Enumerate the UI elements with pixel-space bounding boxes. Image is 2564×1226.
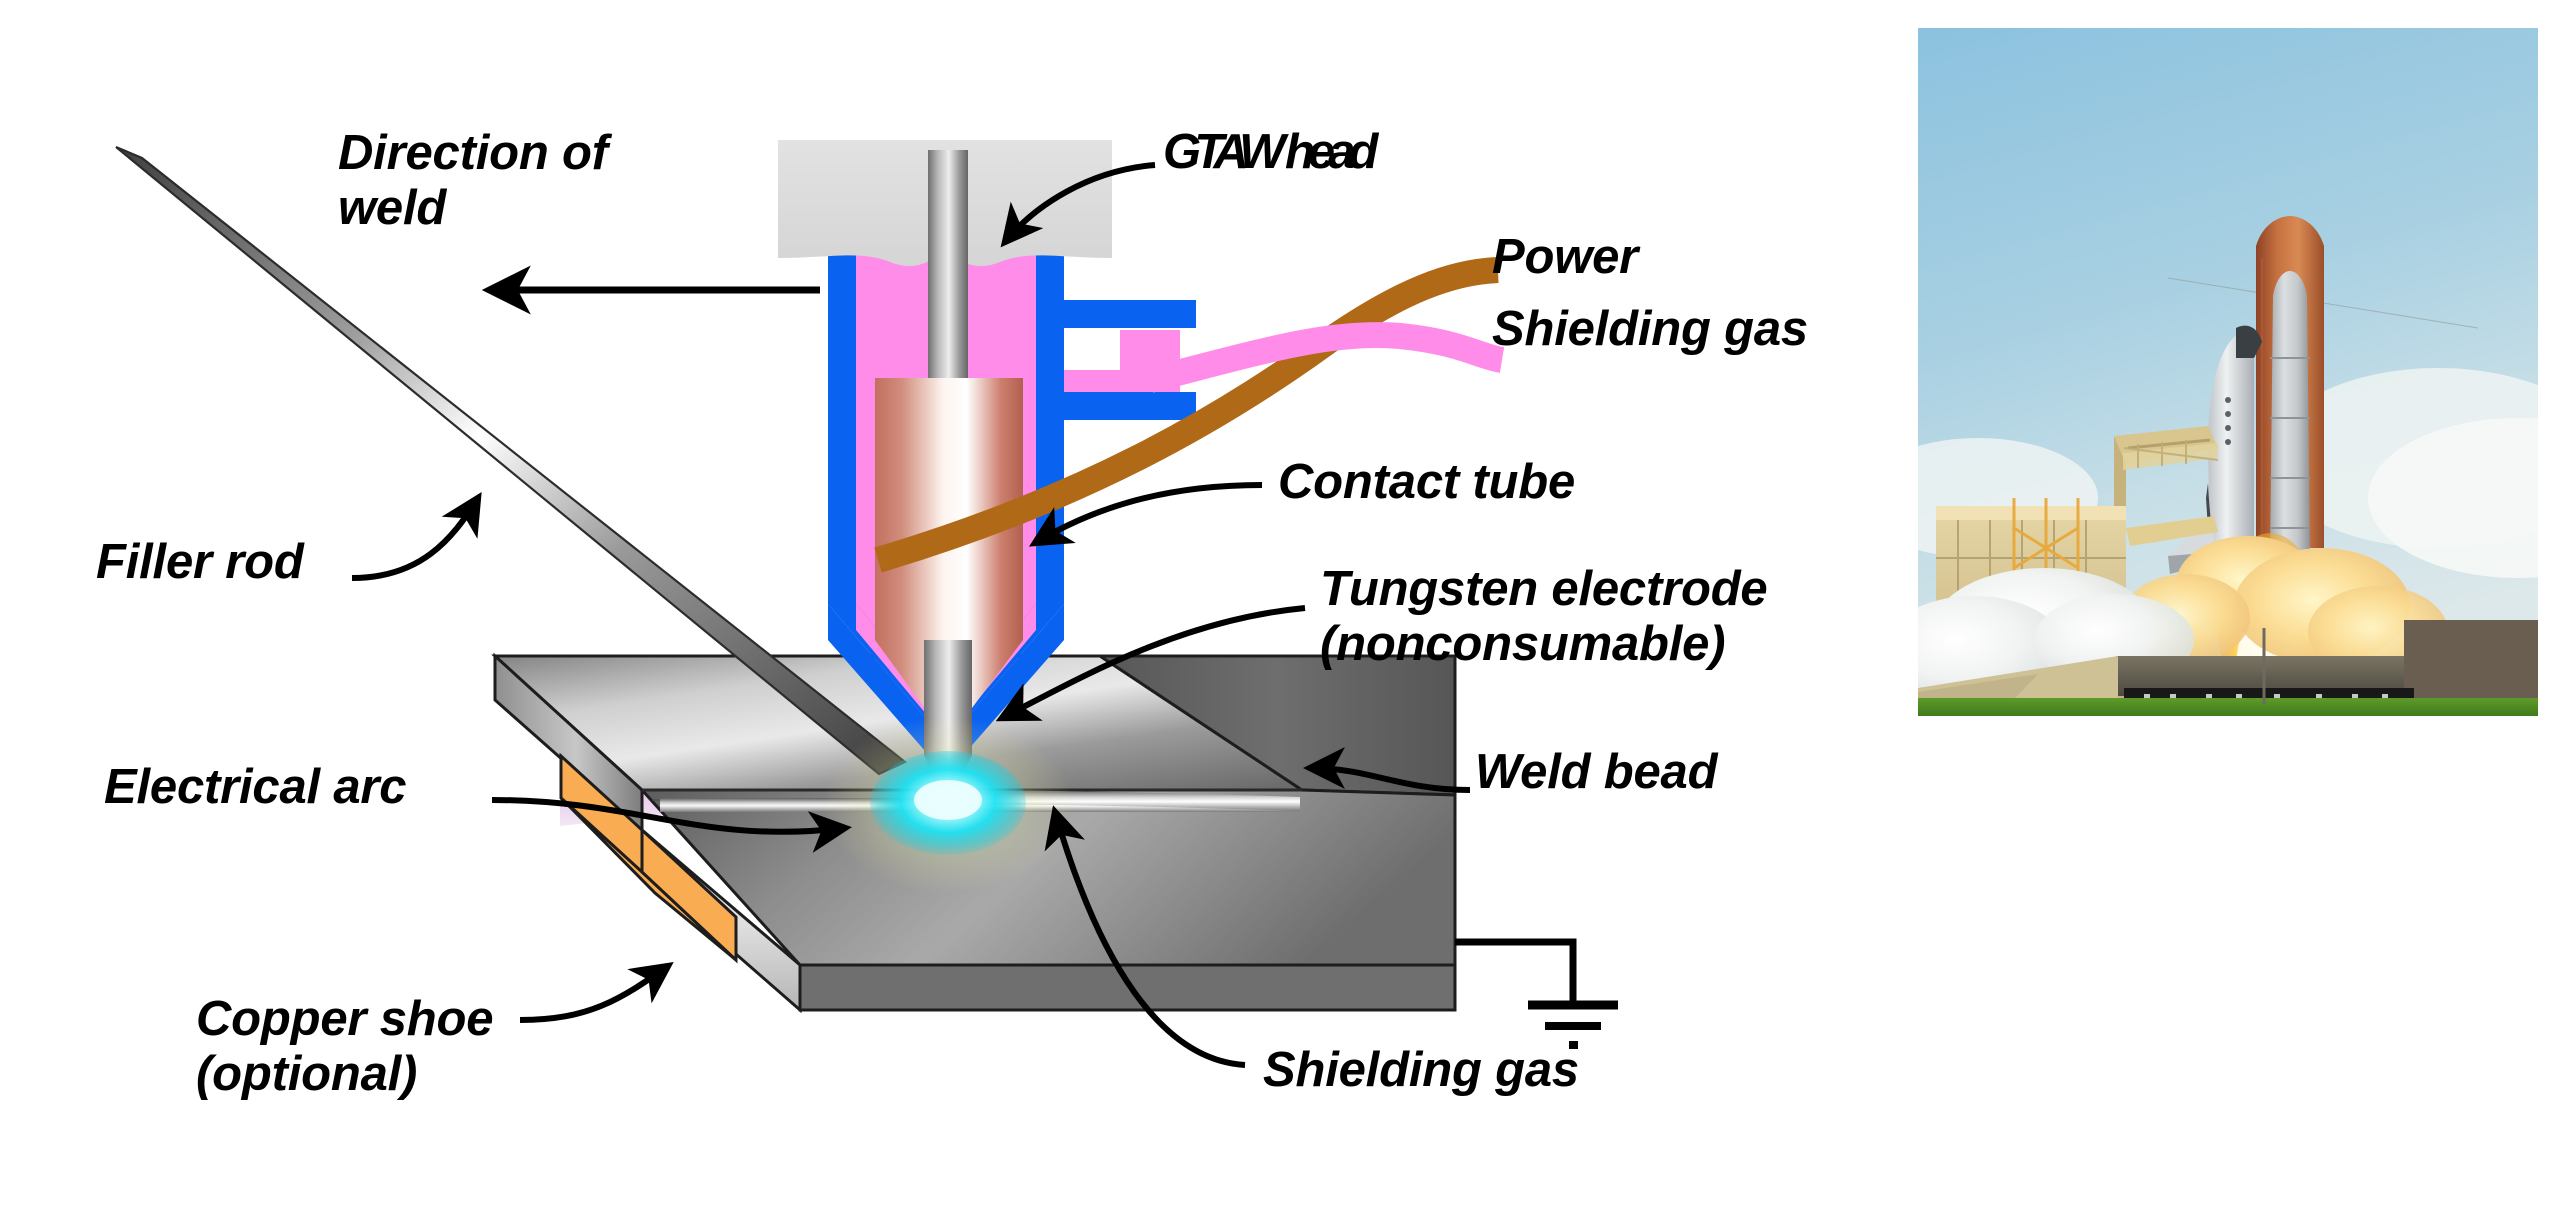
gtaw-torch bbox=[778, 140, 1196, 800]
ground-symbol bbox=[1455, 938, 1618, 1049]
leader-shielding-gas-plume bbox=[1044, 805, 1246, 1068]
label-shielding-gas-cable: Shielding gas bbox=[1492, 302, 1808, 356]
shuttle-photo-art bbox=[1918, 28, 2538, 716]
label-contact-tube: Contact tube bbox=[1278, 455, 1576, 509]
leader-tungsten-electrode bbox=[995, 605, 1306, 722]
crew-access-arm bbox=[2126, 516, 2218, 546]
leader-gtaw-head bbox=[1000, 162, 1156, 248]
copper-shoe bbox=[559, 752, 738, 964]
label-filler-rod: Filler rod bbox=[96, 535, 304, 589]
label-direction-of-weld: Direction of weld bbox=[338, 126, 608, 235]
space-shuttle-launch-photo bbox=[1918, 28, 2538, 716]
power-cable bbox=[874, 257, 1499, 573]
leader-copper-shoe bbox=[519, 961, 674, 1023]
leader-weld-bead bbox=[1303, 747, 1471, 793]
solid-rocket-booster bbox=[2270, 271, 2310, 558]
label-electrical-arc: Electrical arc bbox=[104, 760, 407, 814]
label-tungsten-electrode: Tungsten electrode (nonconsumable) bbox=[1320, 562, 1768, 671]
leader-lines bbox=[351, 162, 1471, 1068]
electrical-arc bbox=[823, 717, 1073, 893]
leader-contact-tube bbox=[1028, 482, 1263, 547]
label-copper-shoe: Copper shoe (optional) bbox=[196, 992, 494, 1101]
label-weld-bead: Weld bead bbox=[1475, 745, 1718, 799]
label-gtaw-head: GTAW head bbox=[1163, 125, 1378, 179]
leader-electrical-arc bbox=[491, 797, 852, 853]
label-shielding-gas-plume: Shielding gas bbox=[1263, 1043, 1579, 1097]
shielding-gas-cable bbox=[1146, 322, 1505, 393]
photo-grass bbox=[1918, 698, 2538, 716]
leader-filler-rod bbox=[351, 492, 482, 581]
label-power: Power bbox=[1492, 230, 1639, 284]
